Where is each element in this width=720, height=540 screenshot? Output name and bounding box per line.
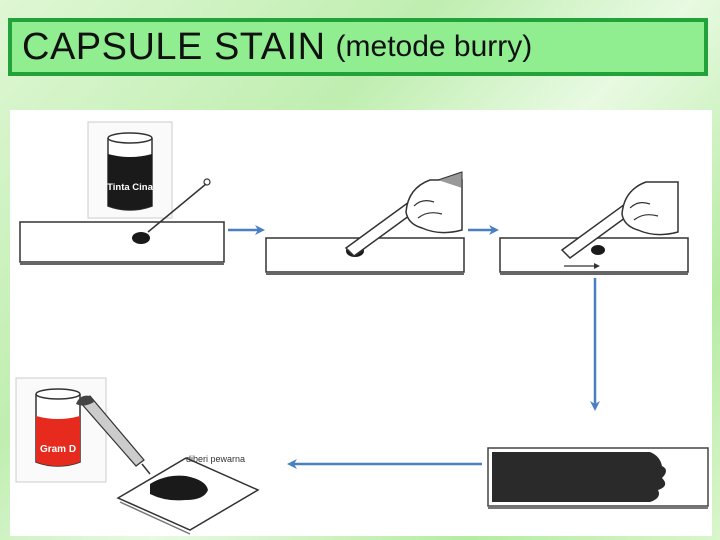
step-2-spread — [265, 171, 465, 275]
ink-drop-3 — [591, 245, 605, 255]
title-main: CAPSULE STAIN — [22, 25, 326, 68]
title-subtitle: (metode burry) — [335, 30, 533, 63]
step-5-add-stain: Gram D diberi pewarna — [15, 377, 260, 535]
hand-icon-2 — [621, 181, 679, 236]
step-3-push-smear — [499, 181, 689, 275]
stain-jar-label: Gram D — [40, 444, 76, 455]
ink-drop — [132, 232, 150, 244]
step-1-ink-drop: Tinta Cina — [19, 121, 225, 265]
procedure-diagram: Tinta Cina — [15, 121, 709, 535]
diagram-panel: Tinta Cina — [10, 110, 712, 536]
ink-jar-label: Tinta Cina — [107, 182, 153, 193]
title-bar: CAPSULE STAIN (metode burry) — [8, 18, 708, 76]
slide-5 — [116, 457, 260, 535]
hand-icon — [405, 171, 463, 234]
inoculation-loop — [147, 183, 207, 233]
slide-1 — [19, 178, 225, 265]
ink-jar: Tinta Cina — [87, 121, 173, 219]
dropper-icon — [76, 395, 151, 475]
stained-smear — [150, 475, 208, 501]
step-4-dried-smear — [487, 447, 709, 509]
smear-film — [492, 452, 666, 502]
stain-jar: Gram D — [15, 377, 107, 483]
stain-note-label: diberi pewarna — [186, 454, 245, 464]
